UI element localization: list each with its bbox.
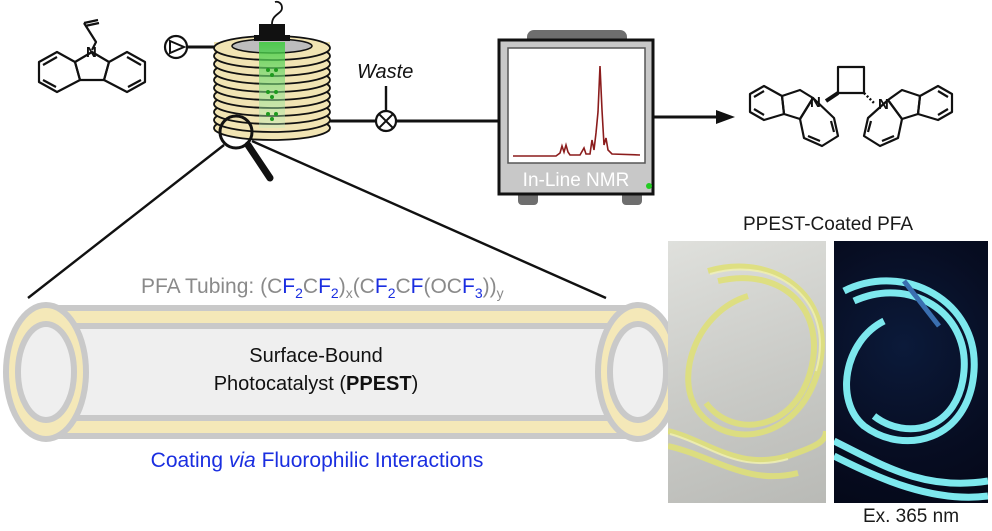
- cyclobutane-dimer-structure: [748, 65, 954, 148]
- coil-reactor: [213, 35, 331, 141]
- led-lamp-icon: [254, 0, 290, 41]
- zoom-line-left: [27, 144, 225, 299]
- catalyst-label-line2: Photocatalyst (PPEST): [214, 373, 419, 395]
- nmr-instrument: [497, 30, 655, 205]
- product-arrow: [653, 110, 735, 124]
- nmr-label: In-Line NMR: [523, 170, 630, 191]
- pfa-formula: PFA Tubing: (CF2CF2)x(CF2CF(OCF3))y: [141, 275, 504, 301]
- zoom-line-right: [251, 139, 607, 300]
- nitrogen-atom-label-left: N: [810, 94, 821, 111]
- nitrogen-atom-label: N: [86, 44, 97, 61]
- pump-icon: [163, 34, 189, 60]
- waste-valve-icon: [374, 86, 398, 133]
- pfa-tube-illustration: [3, 302, 681, 442]
- photo-title: PPEST-Coated PFA: [742, 214, 914, 235]
- magnifier-icon: [218, 114, 274, 182]
- excitation-caption: Ex. 365 nm: [862, 506, 960, 527]
- photo-ambient-light: [668, 241, 826, 503]
- coating-caption: Coating via Fluorophilic Interactions: [151, 449, 484, 472]
- vinylcarbazole-structure: [37, 18, 147, 94]
- photo-uv-excitation: [834, 241, 988, 503]
- waste-label: Waste: [357, 61, 413, 83]
- yellow-tubing-image: [668, 263, 826, 480]
- status-led: [646, 183, 652, 189]
- nitrogen-atom-label-right: N: [878, 96, 889, 113]
- fluorescent-tubing-image: [834, 277, 988, 501]
- nmr-spectrum-trace: [513, 65, 641, 157]
- catalyst-label-line1: Surface-Bound: [249, 345, 382, 367]
